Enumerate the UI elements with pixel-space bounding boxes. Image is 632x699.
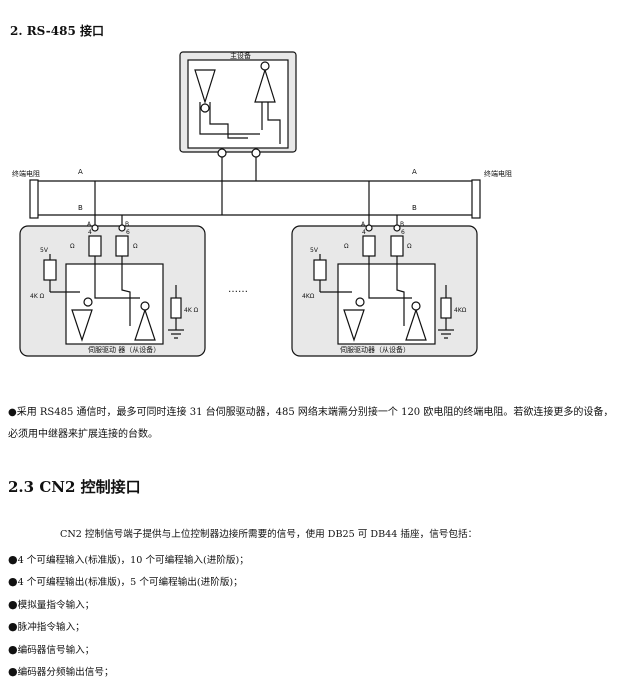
bullet-icon: ● xyxy=(8,642,18,656)
slave-2-pin-a: 4 xyxy=(362,229,366,236)
slave-1-supply: 5V xyxy=(40,247,49,254)
master-device-label: 主设备 xyxy=(230,51,251,60)
slave-2-inner xyxy=(337,263,436,345)
rs485-note: ●采用 RS485 通信时，最多可同时连接 31 台伺服驱动器，485 网络末端… xyxy=(8,407,614,440)
list-item: ●4 个可编程输入(标准版)，10 个可编程输入(进阶版)； xyxy=(8,553,249,566)
master-receiver-triangle xyxy=(254,67,276,103)
bus-a-label-right: A xyxy=(412,168,417,176)
slave-1-pin-a: 4 xyxy=(88,229,92,236)
cn2-heading: 2.3 CN2 控制接口 xyxy=(8,478,141,496)
slave-2-res1-label: Ω xyxy=(344,243,349,250)
list-item: ●脉冲指令输入； xyxy=(8,620,85,634)
slave-2-caption: 伺服驱动器（从设备） xyxy=(340,345,410,354)
rs485-heading: 2. RS-485 接口 xyxy=(10,24,104,38)
slave-2-pull-res: 4KΩ xyxy=(302,293,315,300)
cn2-intro: CN2 控制信号端子提供与上位控制器边接所需要的信号，使用 DB25 可 DB4… xyxy=(60,529,478,540)
terminator-right-label: 终端电阻 xyxy=(484,169,512,178)
terminator-left-label: 终端电阻 xyxy=(12,169,40,178)
slave-1-res1-label: Ω xyxy=(70,243,75,250)
bullet-icon: ● xyxy=(8,553,18,566)
list-item: ●4 个可编程输出(标准版)，5 个可编程输出(进阶版)； xyxy=(8,575,243,589)
slave-2-a-label: A xyxy=(361,221,366,228)
slave-2-b-label: B xyxy=(400,221,404,228)
list-item: ●模拟量指令输入； xyxy=(8,597,95,611)
slave-1-pin-b: 6 xyxy=(126,229,130,236)
bus-b-label-right: B xyxy=(412,204,417,212)
bullet-icon: ● xyxy=(8,575,18,589)
ellipsis: …… xyxy=(228,284,248,295)
slave-2-right-res: 4KΩ xyxy=(454,307,467,314)
bullet-icon: ● xyxy=(8,665,18,679)
bullet-icon: ● xyxy=(8,620,18,634)
list-item: ●编码器信号输入； xyxy=(8,642,95,656)
slave-2-supply: 5V xyxy=(310,247,319,254)
terminator-right xyxy=(471,179,481,219)
bus-a-label-left: A xyxy=(78,168,83,176)
cn2-signal-list: ●4 个可编程输入(标准版)，10 个可编程输入(进阶版)； ●4 个可编程输出… xyxy=(8,549,249,683)
slave-1-a-label: A xyxy=(87,221,92,228)
bus-b-label-left: B xyxy=(78,204,83,212)
slave-1-b-label: B xyxy=(125,221,129,228)
slave-1-pull-res: 4K Ω xyxy=(30,293,45,300)
rs485-wiring-diagram: 主设备 A B A B 终端电阻 终端电阻 A B 4 6 Ω Ω 5V 4K … xyxy=(12,51,512,357)
slave-1-right-res: 4K Ω xyxy=(184,307,199,314)
slave-2-res2-label: Ω xyxy=(407,243,412,250)
list-item: ●编码器分频输出信号； xyxy=(8,665,114,679)
bullet-icon: ● xyxy=(8,597,18,611)
slave-1-caption: 伺服驱动 器（从设备） xyxy=(88,345,160,354)
slave-1-res2-label: Ω xyxy=(133,243,138,250)
master-driver-triangle xyxy=(194,69,216,105)
terminator-left xyxy=(29,179,39,219)
slave-2-pin-b: 6 xyxy=(401,229,405,236)
